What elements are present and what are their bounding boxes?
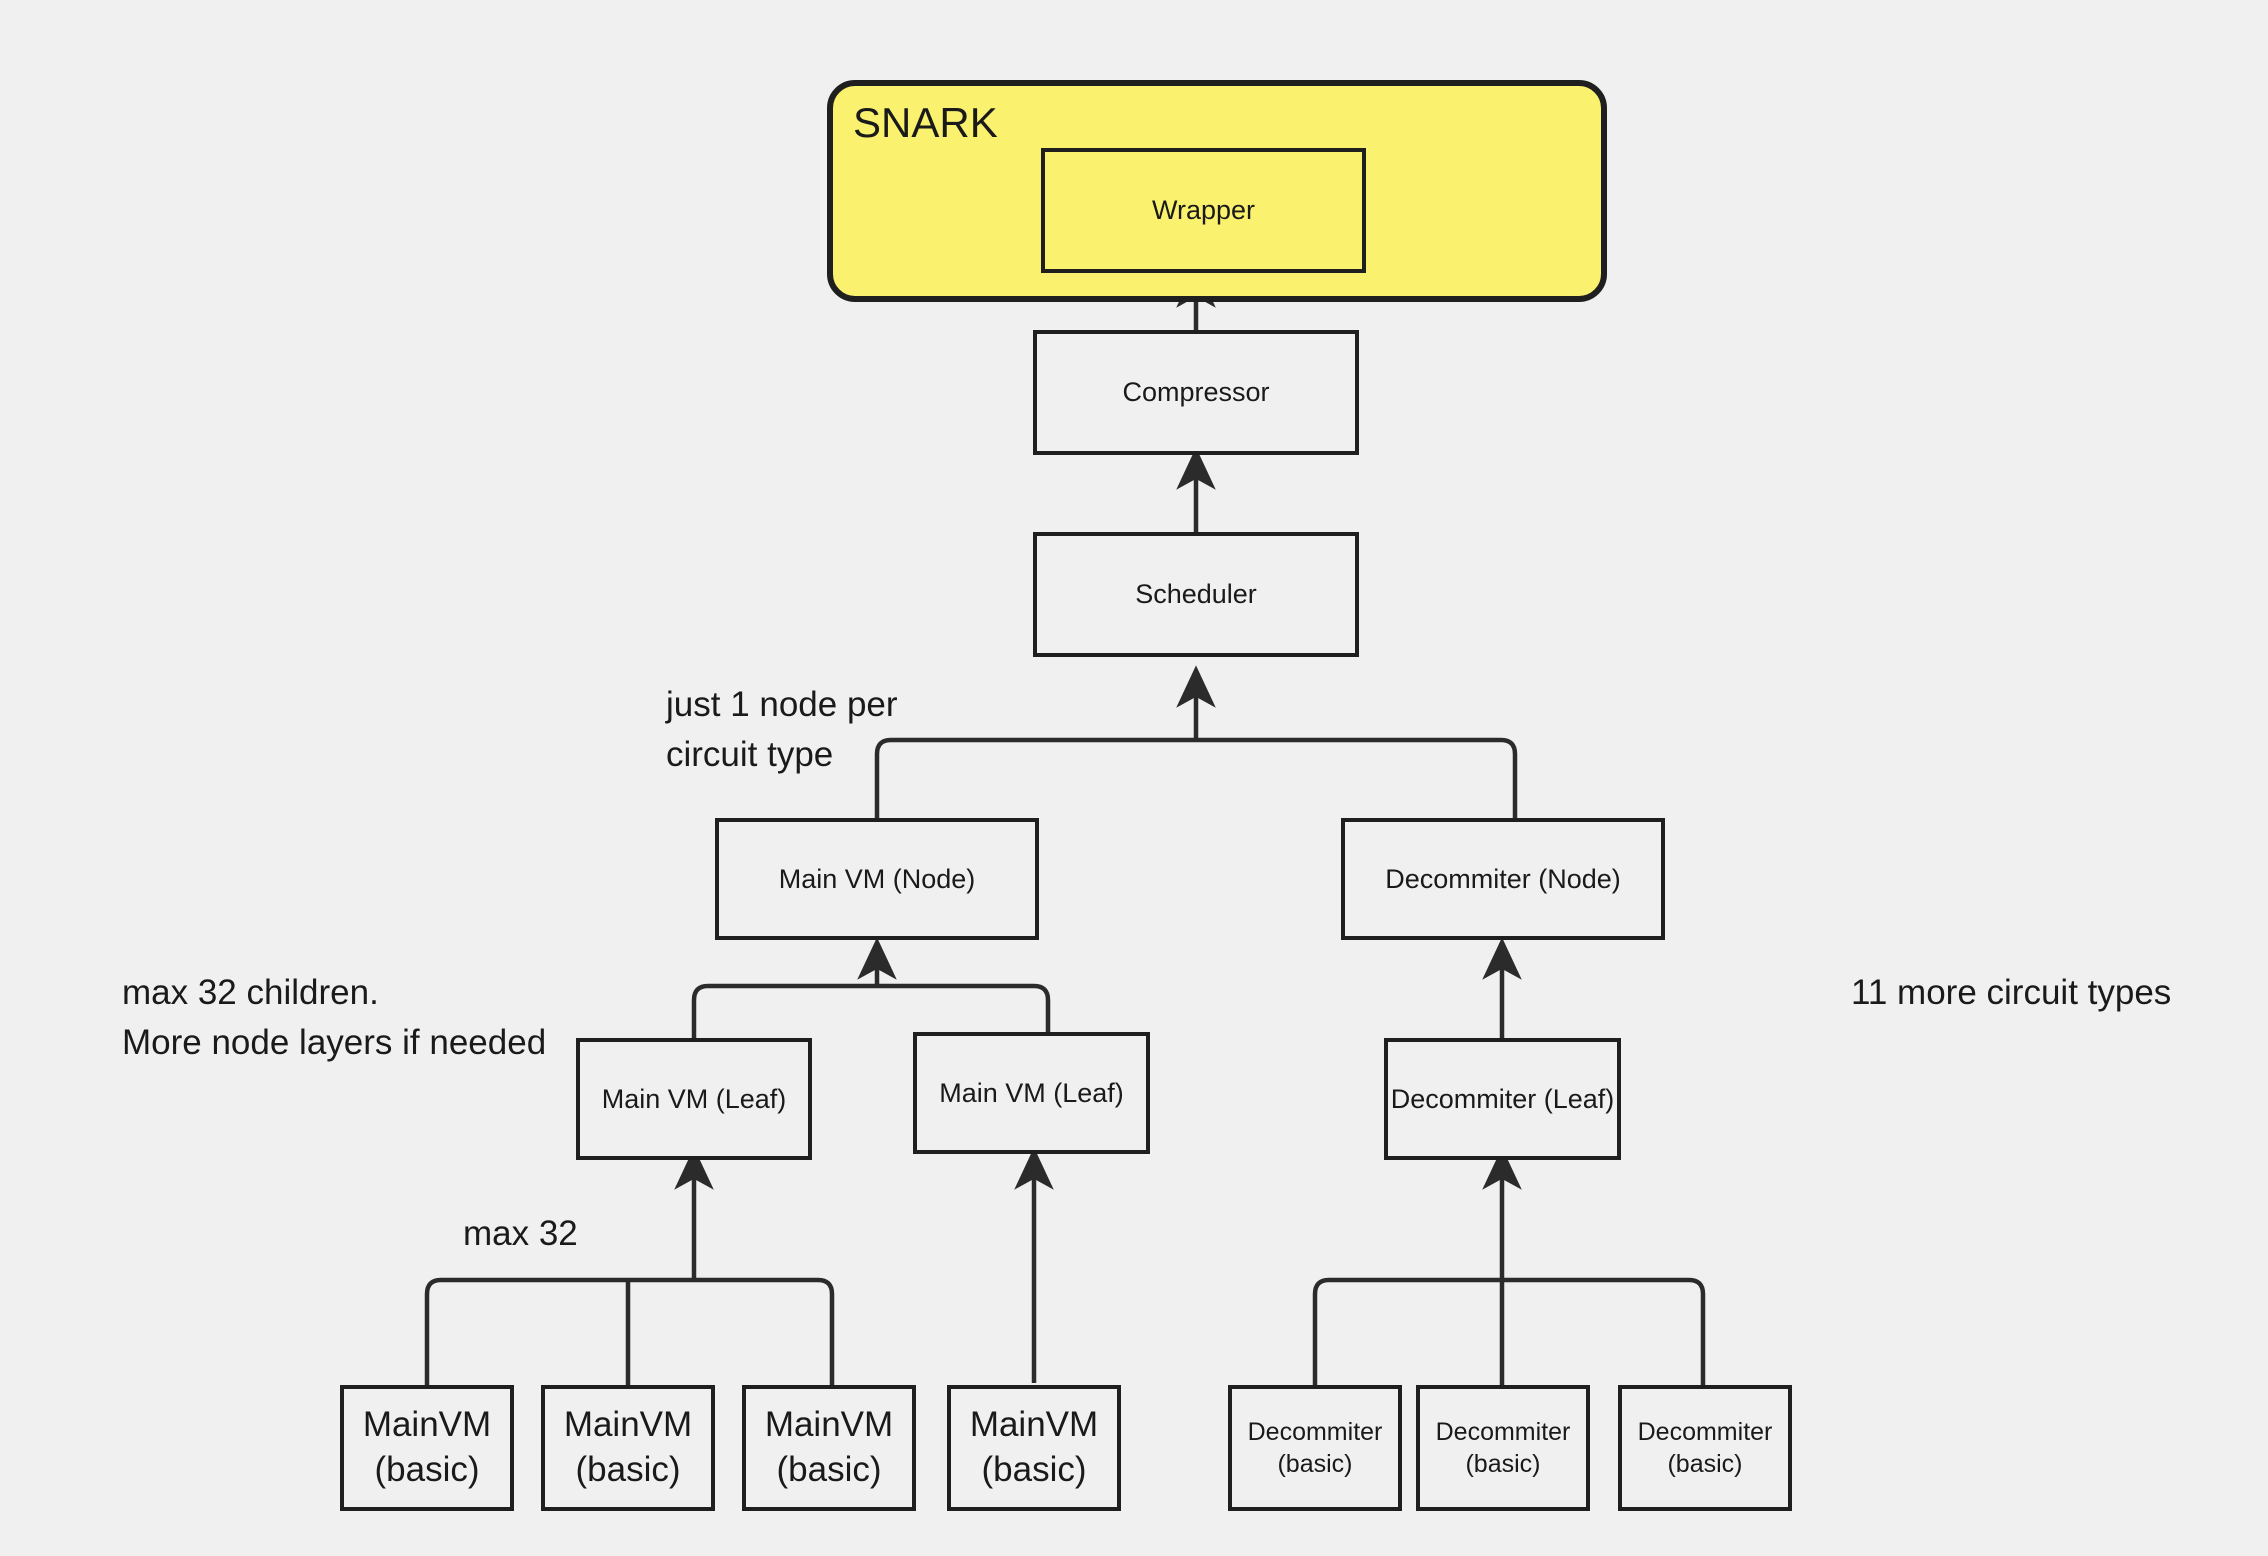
edge-rail-mainvm-node-children [691,983,1051,1038]
node-main-vm-leaf-2[interactable]: Main VM (Leaf) [913,1032,1150,1154]
node-decommiter-node[interactable]: Decommiter (Node) [1341,818,1665,940]
annotation-one-node-per-circuit-type: just 1 node per circuit type [666,685,898,774]
node-wrapper[interactable]: Wrapper [1041,148,1366,273]
node-decommiter-basic-3[interactable]: Decommiter (basic) [1618,1385,1792,1511]
annotation-more-circuit-types: 11 more circuit types [1851,973,2172,1012]
node-main-vm-basic-2[interactable]: MainVM (basic) [541,1385,715,1511]
node-scheduler[interactable]: Scheduler [1033,532,1359,657]
annotation-max-32: max 32 [463,1214,578,1253]
node-decommiter-basic-1[interactable]: Decommiter (basic) [1228,1385,1402,1511]
node-main-vm-basic-4[interactable]: MainVM (basic) [947,1385,1121,1511]
annotation-max-32-children: max 32 children. More node layers if nee… [122,973,547,1062]
node-compressor[interactable]: Compressor [1033,330,1359,455]
edge-rail-mainvm-leaf-children [424,1277,835,1385]
edge-rail-decommiter-leaf-children [1312,1277,1706,1385]
node-main-vm-basic-1[interactable]: MainVM (basic) [340,1385,514,1511]
node-main-vm-node[interactable]: Main VM (Node) [715,818,1039,940]
snark-group-title: SNARK [853,99,998,146]
node-decommiter-basic-2[interactable]: Decommiter (basic) [1416,1385,1590,1511]
node-main-vm-basic-3[interactable]: MainVM (basic) [742,1385,916,1511]
node-main-vm-leaf-1[interactable]: Main VM (Leaf) [576,1038,812,1160]
node-decommiter-leaf[interactable]: Decommiter (Leaf) [1384,1038,1621,1160]
snark-group: SNARK Wrapper [827,80,1607,302]
